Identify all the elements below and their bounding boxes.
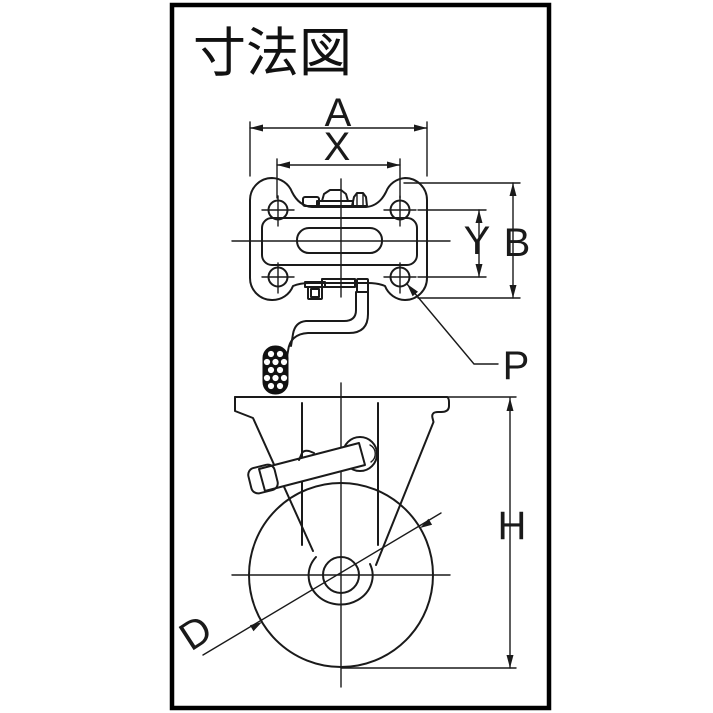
drawing-frame xyxy=(169,2,552,711)
lever-body xyxy=(258,442,366,492)
top-view-mounting-plate xyxy=(231,177,451,302)
brake-pedal xyxy=(262,291,369,395)
dim-label-H: H xyxy=(498,504,527,548)
dim-label-B: B xyxy=(504,221,531,265)
lever-end-cap xyxy=(247,463,279,495)
bracket-right-leg xyxy=(375,396,450,566)
pedal-grip-dots xyxy=(263,350,288,390)
drawing-title: 寸法図 xyxy=(193,24,352,83)
brake-mechanism-bottom xyxy=(304,278,369,300)
pedal-arm-outer xyxy=(286,291,369,358)
dim-label-A: A xyxy=(325,91,352,135)
dim-label-P: P xyxy=(503,344,530,388)
pedal-pad xyxy=(262,345,289,395)
plan-view-dimensions: A X Y B P xyxy=(249,91,531,388)
dim-label-X: X xyxy=(324,125,351,169)
brake-mechanism-top xyxy=(302,189,368,207)
side-view-caster xyxy=(231,382,517,688)
fork-axle-horseshoe xyxy=(307,556,374,606)
brake-lever-rod xyxy=(247,436,378,495)
dim-label-Y: Y xyxy=(464,219,491,263)
lever-detent xyxy=(298,449,315,461)
plate-outline xyxy=(249,177,428,302)
pedal-arm-inner xyxy=(290,291,357,347)
bolt-holes xyxy=(261,195,417,294)
